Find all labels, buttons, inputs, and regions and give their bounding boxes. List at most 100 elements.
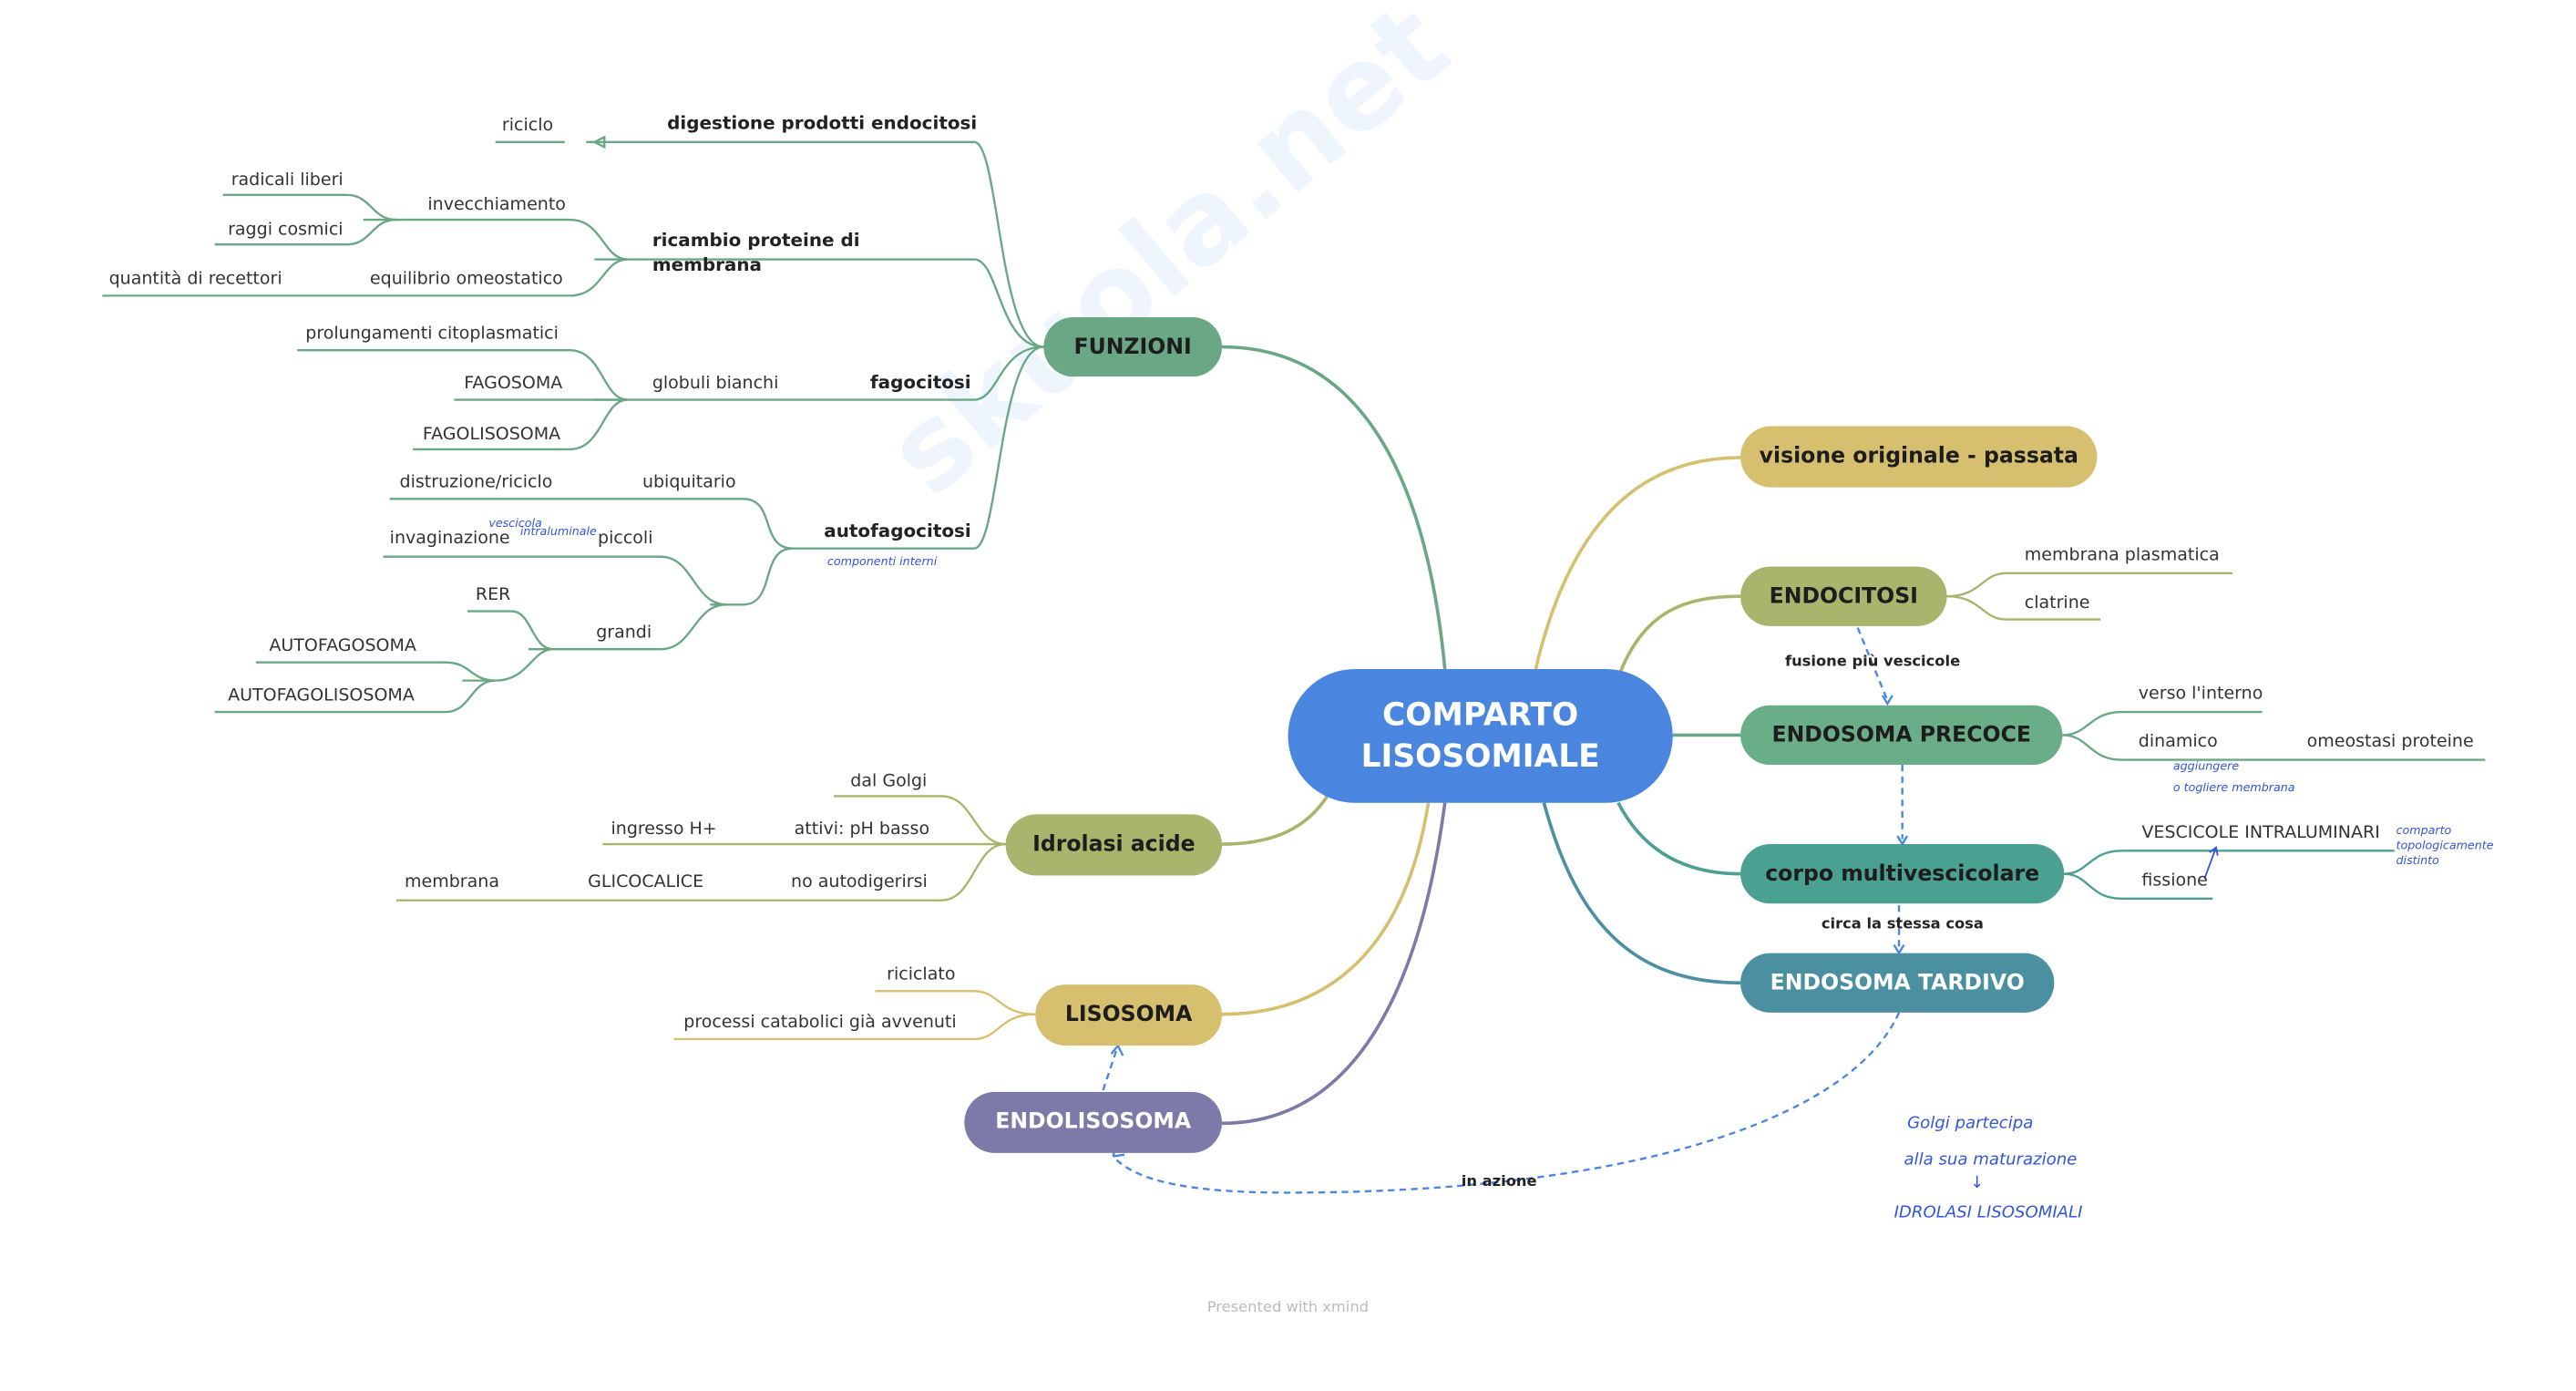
label-recettori: quantità di recettori [109,269,282,289]
label-ricambio-2: membrana [652,254,762,275]
relation-fusione [1856,627,1889,701]
label-autofagolisosoma: AUTOFAGOLISOSOMA [228,685,415,705]
branch-endocitosi [1616,594,1741,678]
branch-endolisosoma [1222,802,1447,1126]
handwritten-arrow-icon [2203,846,2219,880]
label-piccoli: piccoli [598,528,652,548]
arrowhead-3-icon [1893,943,1905,955]
topic-idrolasi-acide[interactable]: Idrolasi acide [1005,814,1223,876]
label-dinamico: dinamico [2139,731,2218,751]
topic-corpo-multivescicolare[interactable]: corpo multivescicolare [1740,844,2065,904]
label-ricambio-1: ricambio proteine di [652,230,860,251]
line-grandi [528,603,727,651]
central-topic[interactable]: COMPARTO LISOSOMIALE [1288,668,1673,803]
label-omeostasi: omeostasi proteine [2307,731,2474,751]
line-connector2 [462,648,554,682]
line-processi [673,1013,1036,1041]
arrowhead-5-icon [1110,1045,1124,1056]
relation-endolisosoma-lisosoma [1102,1050,1118,1091]
branch-idrolasi [1222,791,1331,846]
arrowhead-2-icon [1896,835,1909,847]
line-autofagolisosoma [214,679,496,714]
line-piccoli [383,555,727,606]
label-prolungamenti: prolungamenti citoplasmatici [305,324,559,344]
label-grandi: grandi [596,623,652,643]
handwritten-comparto: comparto [2396,823,2452,837]
topic-endocitosi[interactable]: ENDOCITOSI [1740,566,1947,626]
label-globuli: globuli bianchi [652,373,779,393]
handwritten-vescicola: vescicola [488,516,541,530]
central-topic-line2: LISOSOMIALE [1360,737,1600,775]
label-membrana: membrana [405,871,499,891]
relation-label-in-azione: in azione [1462,1172,1537,1190]
label-dal-golgi: dal Golgi [850,771,927,791]
line-equilibrio [102,258,628,297]
footer-credit: Presented with xmind [1206,1300,1370,1317]
handwritten-distinto: distinto [2396,853,2440,867]
label-fagosoma: FAGOSOMA [464,373,562,393]
arrow-riciclo-icon [591,135,606,149]
handwritten-aggiungere: aggiungere [2173,758,2239,772]
topic-endolisosoma[interactable]: ENDOLISOSOMA [964,1091,1223,1153]
line-riciclato [875,990,1036,1015]
topic-endosoma-tardivo[interactable]: ENDOSOMA TARDIVO [1740,953,2055,1013]
label-vescicole: VESCICOLE INTRALUMINARI [2141,822,2379,842]
label-membrana-plasmatica: membrana plasmatica [2025,544,2220,564]
line-membrana-plasmatica [1946,572,2233,598]
line-ubiquitario [389,498,793,550]
arrowhead-1-icon [1881,695,1894,706]
line-dinamico [2062,734,2486,761]
line-connector [710,547,793,606]
line-verso [2062,710,2263,737]
label-invecchiamento: invecchiamento [427,194,566,214]
label-digestione: digestione prodotti endocitosi [667,112,977,133]
label-fissione: fissione [2141,870,2207,890]
handwritten-togliere: o togliere membrana [2173,780,2295,794]
handwritten-golgi-3: IDROLASI LISOSOMIALI [1894,1203,2083,1222]
line-raggi [214,218,396,246]
handwritten-golgi-1: Golgi partecipa [1907,1114,2033,1133]
central-topic-line1: COMPARTO [1382,696,1579,733]
topic-lisosoma[interactable]: LISOSOMA [1035,984,1223,1046]
label-riciclo: riciclo [502,115,553,135]
label-no-autodigerirsi: no autodigerirsi [791,871,928,891]
line-vescicole [2064,850,2395,875]
handwritten-topologicamente: topologicamente [2396,838,2494,851]
label-radicali: radicali liberi [231,170,344,190]
label-raggi: raggi cosmici [228,219,343,239]
branch-visione [1534,456,1741,670]
label-fagocitosi: fagocitosi [870,372,971,393]
line-golgi [834,795,1006,846]
label-clatrine: clatrine [2025,592,2090,613]
sub-branch-fagocitosi [974,345,1044,401]
relation-label-fusione: fusione più vescicole [1785,652,1960,669]
line-clatrine [1946,595,2101,621]
line-fissione [2064,872,2213,901]
line-fagolisosoma [413,398,628,451]
label-autofagosoma: AUTOFAGOSOMA [269,635,416,655]
line-rer [467,610,554,651]
label-glicocalice: GLICOCALICE [588,871,703,891]
label-autofagocitosi: autofagocitosi [824,520,970,541]
sub-branch-ricambio [973,258,1044,348]
branch-corpo [1616,801,1741,876]
label-distruzione: distruzione/riciclo [400,472,553,492]
line-invecchiamento [363,218,628,261]
line-prolungamenti [297,349,628,401]
topic-funzioni[interactable]: FUNZIONI [1043,316,1223,377]
branch-funzioni [1222,345,1447,670]
topic-visione[interactable]: visione originale - passata [1740,426,2098,488]
handwritten-down-arrow: ↓ [1970,1173,1984,1192]
topic-endosoma-precoce[interactable]: ENDOSOMA PRECOCE [1740,705,2063,766]
label-invaginazione: invaginazione [390,528,510,548]
label-verso: verso l'interno [2139,684,2263,704]
label-equilibrio: equilibrio omeostatico [370,269,563,289]
label-ingresso: ingresso H+ [611,819,717,839]
label-fagolisosoma: FAGOLISOSOMA [423,424,560,444]
line-radicali [222,193,396,222]
label-attivi: attivi: pH basso [795,819,929,839]
line-autofagosoma [255,661,496,682]
label-rer: RER [476,584,510,604]
